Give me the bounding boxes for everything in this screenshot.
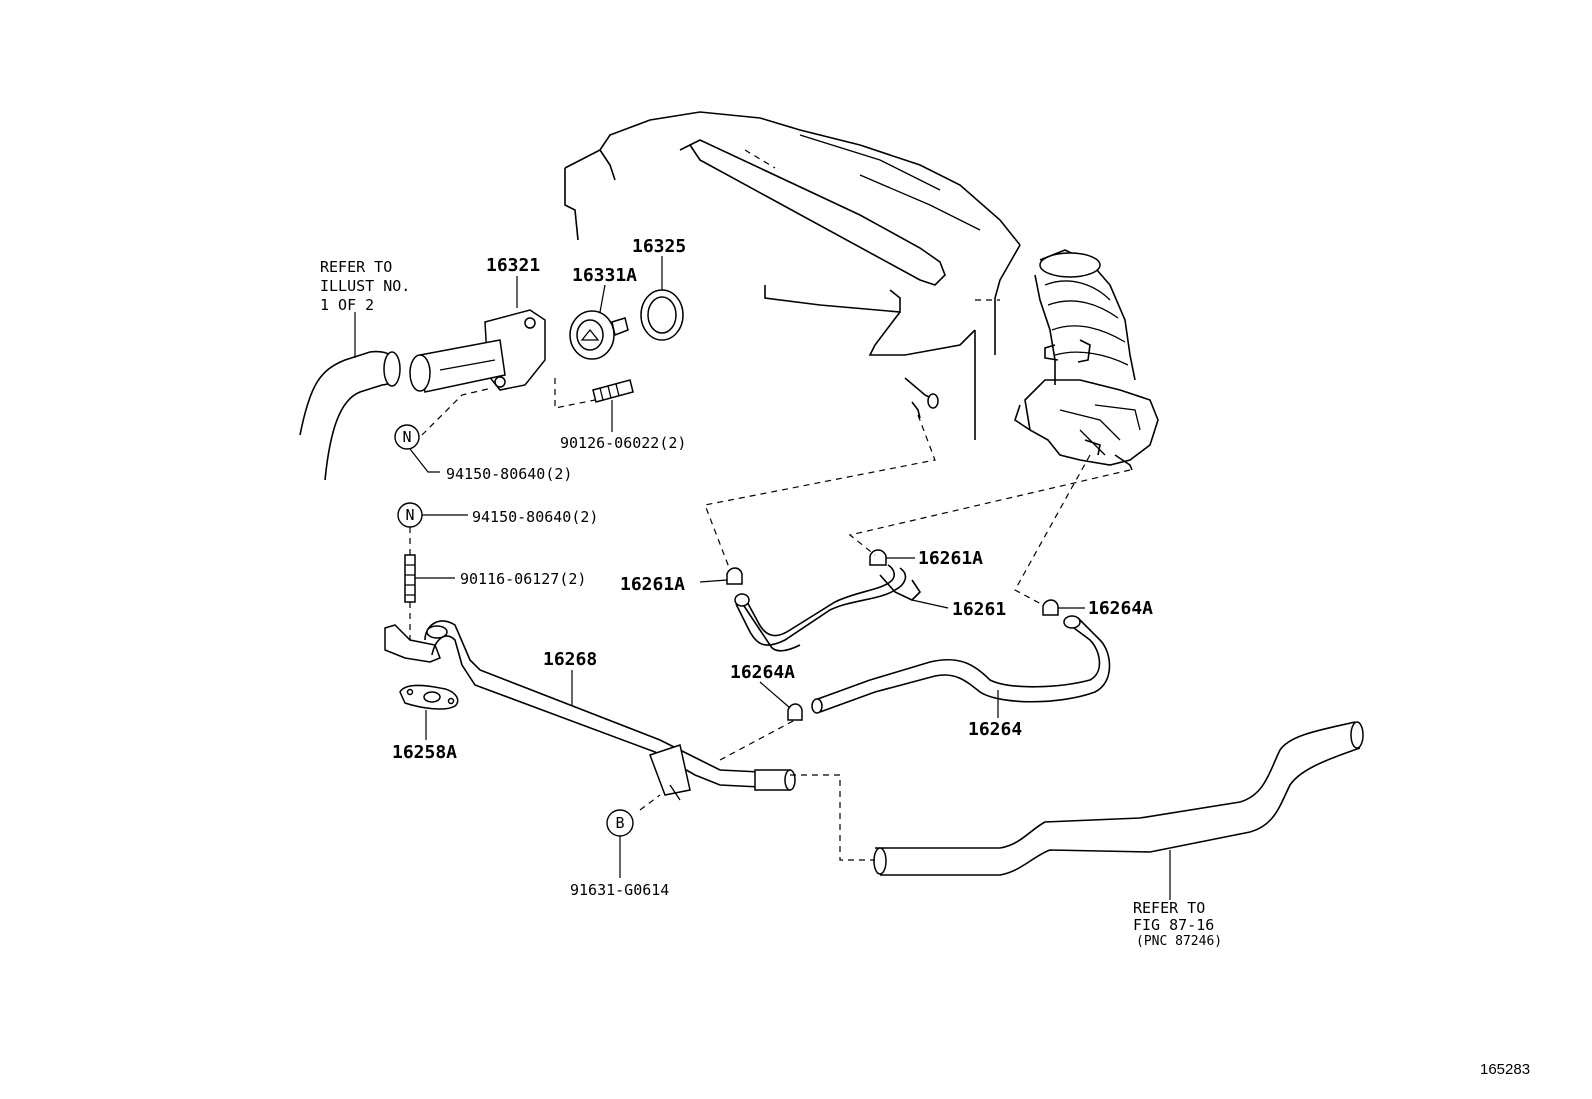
note-refer-fig-line2: FIG 87-16: [1133, 916, 1214, 934]
clip-16264A-right: [1042, 599, 1059, 616]
bolt-badge-label: B: [615, 814, 624, 832]
heater-hose-lower: [873, 721, 1364, 876]
note-refer-fig-line1: REFER TO: [1133, 899, 1205, 917]
clip-16264A-left: [787, 703, 803, 721]
bypass-pipe-16268: [384, 620, 796, 801]
label-16331A: 16331A: [572, 265, 637, 286]
leader-lines: [409, 256, 1171, 900]
nut-badge-top: N: [394, 424, 420, 450]
label-16264A-right: 16264A: [1088, 598, 1153, 619]
label-16258A: 16258A: [392, 742, 457, 763]
dashed-connections: [409, 378, 1131, 861]
note-refer-illust-line2: ILLUST NO.: [320, 277, 410, 295]
label-90126-06022: 90126-06022(2): [560, 434, 686, 452]
stud-90126: [592, 379, 634, 403]
note-refer-illust-line1: REFER TO: [320, 258, 392, 276]
hose-16264: [811, 615, 1111, 714]
label-16268: 16268: [543, 649, 597, 670]
nut-badge-top-label: N: [402, 428, 411, 446]
note-refer-fig: REFER TO FIG 87-16 (PNC 87246): [1133, 899, 1222, 949]
label-91631-G0614: 91631-G0614: [570, 881, 669, 899]
nut-badge-mid: N: [397, 502, 423, 528]
label-16261A-left: 16261A: [620, 574, 685, 595]
hose-16261: [734, 564, 922, 652]
label-16264: 16264: [968, 719, 1022, 740]
illustration-number: 165283: [1480, 1061, 1530, 1078]
throttle-body: [1014, 249, 1159, 471]
stud-90116: [404, 554, 416, 603]
label-94150-80640-mid: 94150-80640(2): [472, 508, 598, 526]
upper-hose-left: [299, 350, 401, 481]
clip-16261A-left: [726, 567, 743, 585]
label-94150-80640-top: 94150-80640(2): [446, 465, 572, 483]
note-refer-illust-line3: 1 OF 2: [320, 296, 374, 314]
thermostat-16331A: [569, 310, 629, 360]
label-90116-06127: 90116-06127(2): [460, 570, 586, 588]
label-16321: 16321: [486, 255, 540, 276]
engine-block: [564, 111, 1021, 440]
label-16261: 16261: [952, 599, 1006, 620]
clip-16261A-right: [869, 549, 887, 566]
bolt-badge: B: [606, 809, 634, 837]
water-inlet-16321: [409, 309, 546, 393]
nut-badge-mid-label: N: [405, 506, 414, 524]
label-16325: 16325: [632, 236, 686, 257]
gasket-16325: [640, 289, 684, 341]
note-refer-illust: REFER TO ILLUST NO. 1 OF 2: [320, 258, 410, 358]
gasket-16258A: [399, 684, 459, 710]
label-16264A-left: 16264A: [730, 662, 795, 683]
part-labels: 16321 16331A 16325 90126-06022(2) 94150-…: [392, 236, 1153, 899]
label-16261A-right: 16261A: [918, 548, 983, 569]
note-refer-fig-line3: (PNC 87246): [1136, 934, 1222, 949]
